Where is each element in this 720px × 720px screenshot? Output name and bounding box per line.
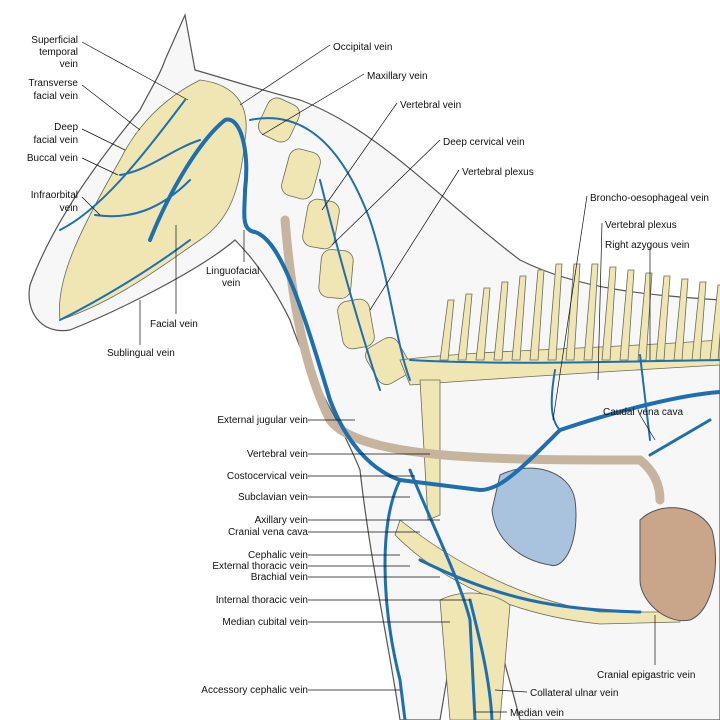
label-deep-cervical: Deep cervical vein: [443, 137, 525, 148]
label-superficial-temporal-1: Superficial: [31, 35, 78, 46]
label-broncho-oesophageal: Broncho-oesophageal vein: [590, 193, 709, 204]
label-sublingual: Sublingual vein: [107, 348, 175, 359]
label-brachial: Brachial vein: [251, 572, 308, 583]
label-axillary: Axillary vein: [255, 515, 308, 526]
label-transverse-facial-1: Transverse: [28, 78, 78, 89]
label-accessory-cephalic: Accessory cephalic vein: [201, 685, 308, 696]
label-caudal-vena-cava: Caudal vena cava: [603, 407, 683, 418]
dorsal-spine: [619, 269, 635, 361]
label-external-thoracic: External thoracic vein: [212, 561, 308, 572]
label-internal-thoracic: Internal thoracic vein: [216, 595, 308, 606]
label-linguofacial-1: Linguofacial: [206, 266, 259, 277]
label-vertebral-plexus-2: Vertebral plexus: [605, 220, 677, 231]
dorsal-spine: [511, 275, 527, 361]
label-buccal: Buccal vein: [27, 153, 78, 164]
dorsal-spine: [655, 275, 671, 361]
label-superficial-temporal-2: temporal: [39, 47, 78, 58]
label-maxillary: Maxillary vein: [367, 71, 428, 82]
label-external-jugular: External jugular vein: [217, 415, 308, 426]
label-median: Median vein: [510, 708, 564, 719]
dorsal-spine: [637, 272, 653, 361]
oesophagus: [280, 215, 665, 505]
label-occipital: Occipital vein: [333, 42, 392, 53]
labels: Superficial temporal vein Transverse fac…: [27, 35, 309, 696]
dorsal-spine: [547, 263, 563, 361]
label-cephalic: Cephalic vein: [248, 550, 308, 561]
label-collateral-ulnar: Collateral ulnar vein: [530, 688, 618, 699]
label-deep-facial-2: facial vein: [34, 135, 78, 146]
label-subclavian: Subclavian vein: [238, 492, 308, 503]
dorsal-spine: [493, 281, 509, 361]
label-linguofacial-2: vein: [222, 278, 240, 289]
dorsal-spine: [529, 269, 545, 361]
label-infraorbital-2: vein: [60, 203, 78, 214]
dorsal-spine: [475, 287, 491, 361]
label-facial: Facial vein: [150, 319, 198, 330]
veins: [59, 99, 720, 720]
label-median-cubital: Median cubital vein: [222, 617, 308, 628]
label-infraorbital-1: Infraorbital: [31, 190, 78, 201]
dorsal-spine: [565, 263, 581, 361]
labels-start: Facial vein Linguofacial vein Sublingual…: [107, 42, 709, 719]
abdominal-organ: [639, 507, 717, 622]
dorsal-spines: [439, 263, 720, 361]
label-cranial-epigastric: Cranial epigastric vein: [597, 670, 695, 681]
label-transverse-facial-2: facial vein: [34, 91, 78, 102]
label-costocervical: Costocervical vein: [227, 471, 308, 482]
label-cranial-vena-cava: Cranial vena cava: [228, 527, 308, 538]
label-vertebral-top: Vertebral vein: [400, 100, 461, 111]
dorsal-spine: [601, 266, 617, 361]
leader-lines: [81, 41, 656, 713]
dorsal-spine: [457, 293, 473, 361]
label-vertebral-left: Vertebral vein: [247, 449, 308, 460]
label-deep-facial-1: Deep: [54, 122, 78, 133]
dorsal-spine: [583, 263, 599, 361]
label-superficial-temporal-3: vein: [60, 59, 78, 70]
forelimb-bones: [439, 592, 511, 720]
label-right-azygous: Right azygous vein: [605, 240, 690, 251]
heart: [491, 467, 577, 566]
label-vertebral-plexus-1: Vertebral plexus: [462, 167, 534, 178]
dorsal-spine: [439, 299, 455, 361]
